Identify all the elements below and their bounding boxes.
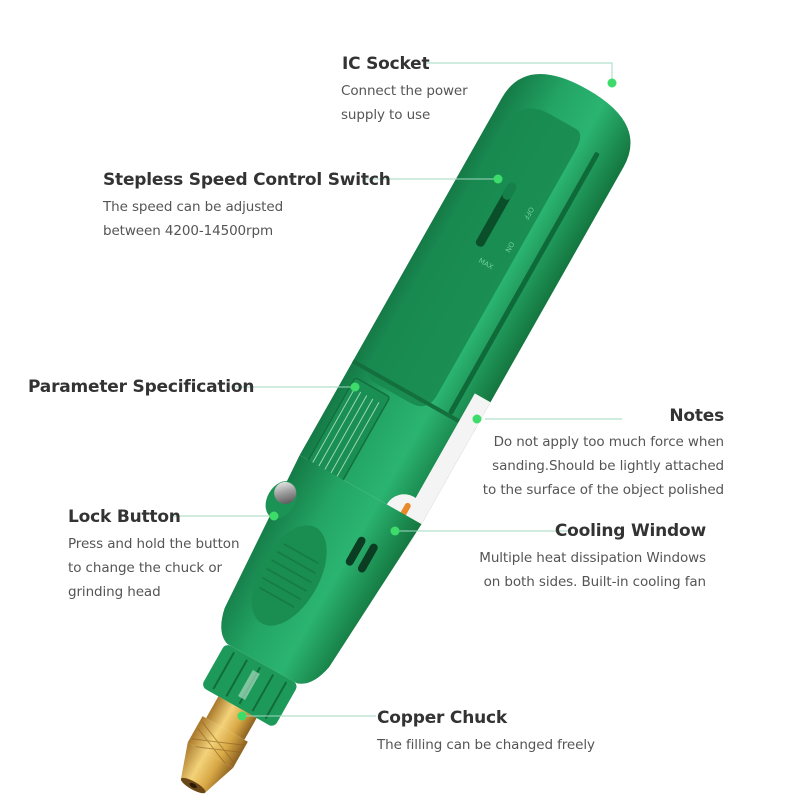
notes-desc-line-2: sanding.Should be lightly attached xyxy=(492,458,724,474)
notes-desc-line-3: to the surface of the object polished xyxy=(482,482,724,498)
speed-switch-title: Stepless Speed Control Switch xyxy=(103,170,391,190)
cooling-window-desc-line-2: on both sides. Built-in cooling fan xyxy=(483,574,706,590)
ic-socket-desc-line-1: Connect the power xyxy=(341,83,468,99)
lock-button-title: Lock Button xyxy=(68,507,181,527)
notes-title: Notes xyxy=(669,406,724,426)
ic-socket-title: IC Socket xyxy=(342,54,430,74)
copper-chuck-title: Copper Chuck xyxy=(377,708,507,728)
leader-lines xyxy=(172,62,622,717)
anchor-dots xyxy=(237,78,617,721)
speed-switch-desc-line-2: between 4200-14500rpm xyxy=(103,223,274,239)
cooling-window-title: Cooling Window xyxy=(554,521,706,541)
parameter-spec-title: Parameter Specification xyxy=(28,377,255,397)
lock-button-desc-line-1: Press and hold the button xyxy=(68,536,240,552)
cooling-window-desc-line-1: Multiple heat dissipation Windows xyxy=(479,550,706,566)
speed-switch-desc-line-1: The speed can be adjusted xyxy=(103,199,284,215)
ic-socket-desc-line-2: supply to use xyxy=(341,107,431,123)
notes-desc-line-1: Do not apply too much force when xyxy=(493,434,725,450)
copper-chuck-desc-line-1: The filling can be changed freely xyxy=(377,737,595,753)
lock-button-desc-line-2: to change the chuck or xyxy=(68,560,222,576)
lock-button-desc-line-3: grinding head xyxy=(68,584,161,600)
